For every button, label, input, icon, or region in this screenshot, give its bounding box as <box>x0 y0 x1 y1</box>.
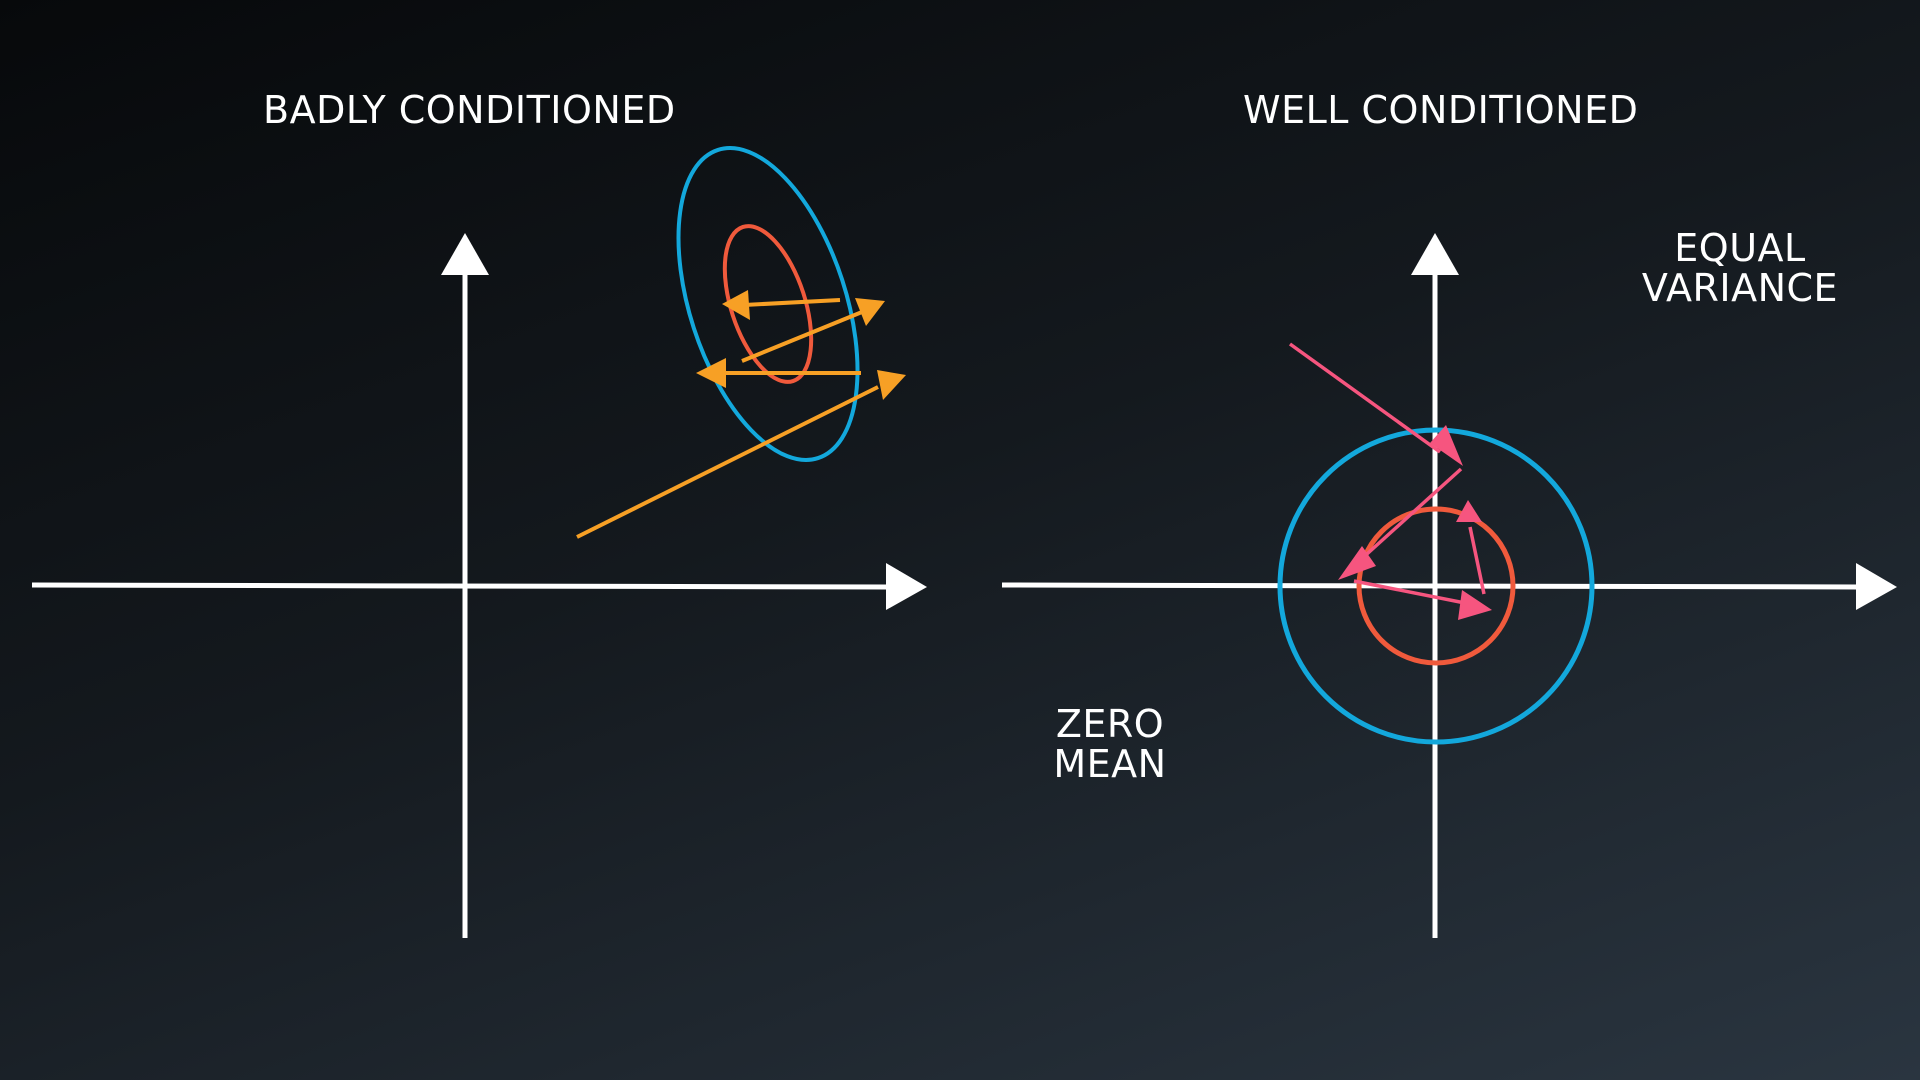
badly-conditioned-title: BADLY CONDITIONED <box>263 88 676 132</box>
left-x-axis <box>31 582 891 590</box>
zero-mean-label: ZERO MEAN <box>1020 704 1200 784</box>
right-outer-contour <box>1277 427 1595 745</box>
right-step-2-arrowhead <box>1338 546 1376 580</box>
right-inner-contour <box>1356 506 1516 666</box>
left-y-axis-arrowhead <box>441 233 489 275</box>
left-step-4 <box>743 298 841 307</box>
equal-variance-label: EQUAL VARIANCE <box>1620 228 1860 308</box>
right-y-axis-arrowhead <box>1411 233 1459 275</box>
left-step-1 <box>576 385 879 539</box>
left-step-4-arrowhead <box>722 290 750 320</box>
right-step-4-arrowhead <box>1456 500 1482 522</box>
left-step-3-arrowhead <box>855 298 885 326</box>
right-axes <box>1001 233 1897 938</box>
left-inner-contour <box>722 224 814 384</box>
right-step-1 <box>1288 342 1442 454</box>
left-descent-path <box>576 290 906 539</box>
equal-variance-line-1: EQUAL <box>1674 226 1806 270</box>
right-descent-path <box>1288 342 1492 620</box>
equal-variance-line-2: VARIANCE <box>1641 266 1839 310</box>
right-x-axis-arrowhead <box>1856 563 1897 610</box>
right-step-4 <box>1468 526 1486 595</box>
left-contours <box>676 146 860 462</box>
left-step-3 <box>741 310 863 363</box>
left-x-axis-arrowhead <box>886 563 927 610</box>
right-step-2 <box>1355 467 1463 565</box>
right-x-axis <box>1001 582 1861 590</box>
left-outer-contour <box>676 146 860 462</box>
right-step-1-arrowhead <box>1430 425 1463 466</box>
right-step-3 <box>1353 579 1471 606</box>
left-step-1-arrowhead <box>877 370 906 400</box>
well-conditioned-title: WELL CONDITIONED <box>1243 88 1639 132</box>
right-contours <box>1277 427 1595 745</box>
left-axes <box>31 233 927 938</box>
zero-mean-line-1: ZERO <box>1055 702 1165 746</box>
zero-mean-line-2: MEAN <box>1053 742 1167 786</box>
left-step-2-arrowhead <box>696 358 726 388</box>
right-step-3-arrowhead <box>1458 590 1492 620</box>
